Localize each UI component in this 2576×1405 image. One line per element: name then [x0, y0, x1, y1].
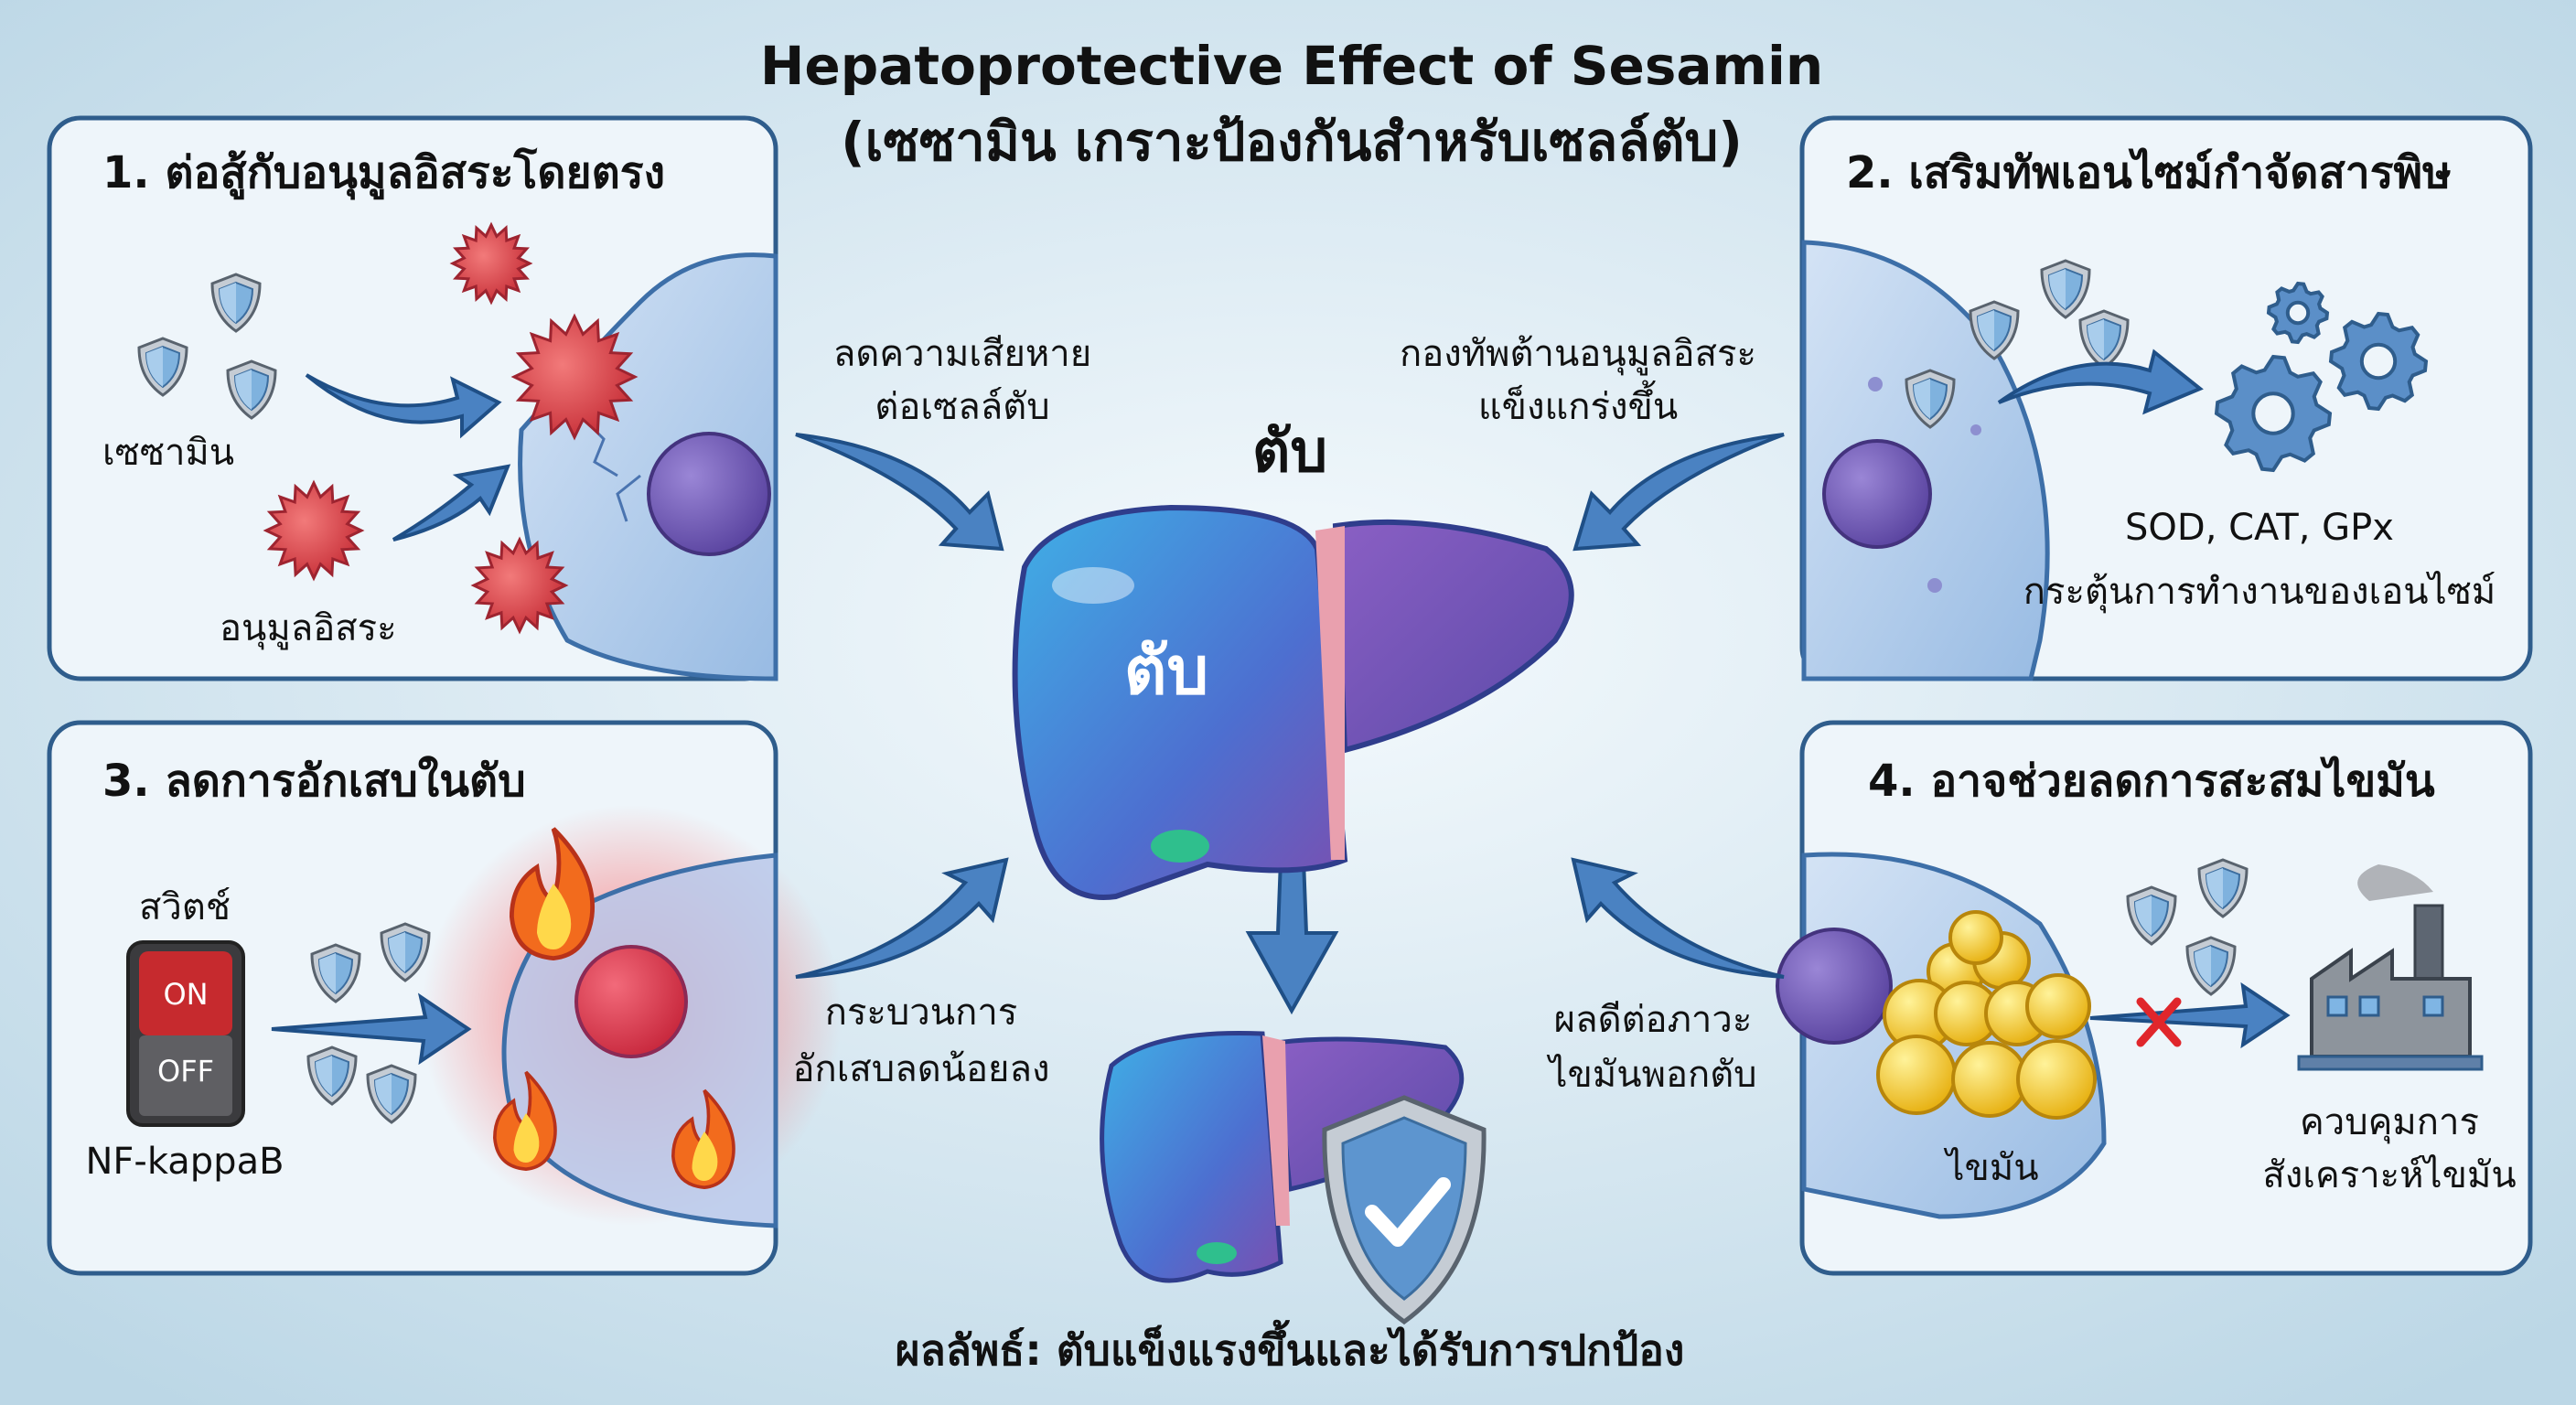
panel-3-title: 3. ลดการอักเสบในตับ	[102, 755, 526, 807]
panel-1-title: 1. ต่อสู้กับอนุมูลอิสระโดยตรง	[102, 146, 665, 200]
center-top-left-line2: ต่อเซลล์ตับ	[875, 386, 1049, 428]
arrow-icon	[305, 373, 502, 439]
panel-2-title: 2. เสริมทัพเอนไซม์กำจัดสารพิษ	[1846, 146, 2452, 198]
fat-droplet	[1948, 910, 2003, 965]
arrow-icon	[2089, 981, 2291, 1049]
free-radical-icon	[449, 221, 533, 306]
switch-on-label: ON	[163, 977, 208, 1012]
blocked-x-icon	[2136, 997, 2182, 1047]
enzyme-gears	[2214, 281, 2429, 473]
inflammation-flames	[492, 827, 735, 1190]
panel-4-fat-reduction: 4. อาจช่วยลดการสะสมไขมัน ไขมัน ควบคุมการ…	[1776, 720, 2533, 1276]
switch-off-label: OFF	[157, 1054, 214, 1089]
free-radical-icon	[510, 313, 639, 441]
center-top-right-line2: แข็งแกร่งขึ้น	[1478, 380, 1678, 428]
center-bottom-right-line1: ผลดีต่อภาวะ	[1554, 999, 1753, 1041]
flame-icon	[509, 827, 596, 961]
fat-label: ไขมัน	[1943, 1147, 2038, 1189]
liver-heading: ตับ	[1252, 418, 1327, 486]
shield-check-icon	[1322, 1095, 1487, 1325]
arrow-icon	[1571, 857, 1785, 979]
flame-icon	[492, 1070, 557, 1172]
fat-droplets	[1876, 910, 2097, 1120]
result-text: ผลลัพธ์: ตับแข็งแรงขึ้นและได้รับการปกป้อ…	[896, 1319, 1685, 1375]
panel-3-anti-inflammation: 3. ลดการอักเสบในตับ สวิตช์ ON OFF NF-kap…	[47, 720, 842, 1276]
center-top-right-line1: กองทัพต้านอนุมูลอิสระ	[1400, 333, 1756, 376]
fat-droplet	[1951, 1041, 2028, 1118]
enzyme-activation-label: กระตุ้นการทำงานของเอนไซม์	[2023, 571, 2496, 614]
nf-kappab-label: NF-kappaB	[85, 1141, 284, 1183]
fat-synthesis-label-2: สังเคราะห์ไขมัน	[2262, 1154, 2516, 1196]
fat-synthesis-label-1: ควบคุมการ	[2300, 1101, 2479, 1144]
arrow-icon	[271, 992, 472, 1066]
arrow-icon	[795, 433, 1004, 552]
gear-icon	[2266, 281, 2330, 345]
enzymes-label: SOD, CAT, GPx	[2125, 507, 2394, 549]
panel-1-direct-antioxidant: 1. ต่อสู้กับอนุมูลอิสระโดยตรง เซซามิน อน…	[47, 115, 778, 681]
panel-4-title: 4. อาจช่วยลดการสะสมไขมัน	[1868, 755, 2435, 807]
gear-icon	[2328, 311, 2429, 412]
flame-icon	[671, 1089, 735, 1190]
free-radicals	[263, 221, 639, 635]
fat-droplet	[1876, 1035, 1957, 1115]
liver-label: ตับ	[1124, 632, 1208, 709]
title-line2: (เซซามิน เกราะป้องกันสำหรับเซลล์ตับ)	[841, 111, 1743, 173]
title-line1: Hepatoprotective Effect of Sesamin	[760, 35, 1823, 97]
free-radical-icon	[470, 536, 569, 635]
center-bottom-left-line1: กระบวนการ	[825, 992, 1018, 1034]
free-radical-icon	[263, 479, 365, 582]
arrow-icon	[1997, 349, 2204, 415]
center-bottom-right-line2: ไขมันพอกตับ	[1546, 1054, 1756, 1096]
arrow-down-icon	[1245, 858, 1339, 1015]
center-bottom-left-line2: อักเสบลดน้อยลง	[792, 1048, 1049, 1090]
arrow-icon	[1572, 433, 1785, 552]
sesamin-label: เซซามิน	[102, 432, 234, 474]
factory-icon	[2297, 864, 2484, 1071]
free-radical-label: อนุมูลอิสระ	[220, 607, 397, 650]
gear-icon	[2214, 354, 2333, 473]
liver-illustration: ตับ	[1012, 504, 1574, 900]
fat-droplet	[2025, 973, 2091, 1039]
panel-2-enzyme-boost: 2. เสริมทัพเอนไซม์กำจัดสารพิษ SOD, CAT, …	[1799, 115, 2533, 681]
arrow-icon	[392, 464, 511, 542]
fat-droplet	[2016, 1039, 2097, 1120]
arrow-icon	[795, 857, 1009, 979]
center-top-left-line1: ลดความเสียหาย	[833, 333, 1091, 375]
switch-label: สวิตช์	[139, 886, 231, 928]
nf-kappab-switch: ON OFF	[126, 940, 245, 1127]
